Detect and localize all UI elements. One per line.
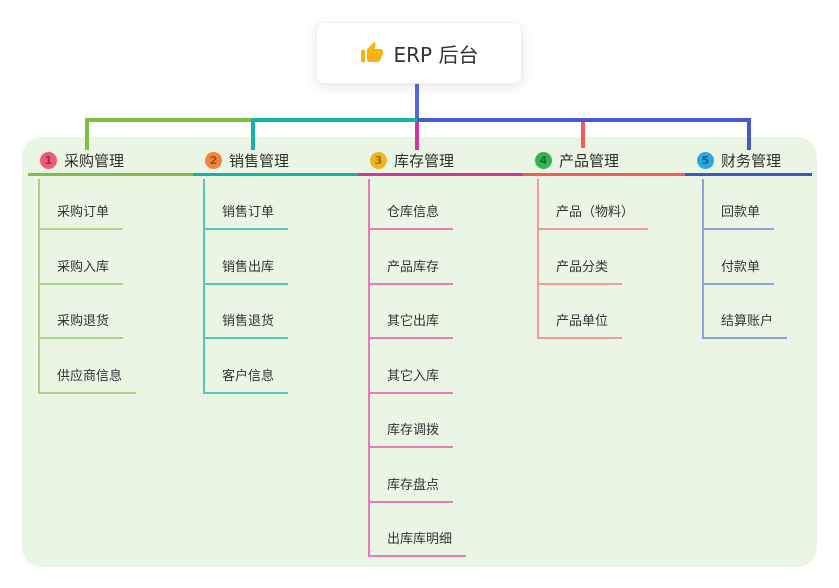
connector-drop-branch3: [415, 122, 419, 150]
mindmap-node[interactable]: 销售退货: [205, 313, 289, 339]
mindmap-node[interactable]: 采购订单: [40, 204, 124, 230]
branch-label: 采购管理: [64, 152, 125, 170]
branch-number-badge: 5: [697, 152, 714, 169]
mindmap-node[interactable]: 供应商信息: [40, 368, 137, 394]
branch-label: 产品管理: [559, 152, 620, 170]
mindmap-node[interactable]: 产品单位: [539, 313, 623, 339]
root-node[interactable]: ERP 后台: [316, 22, 522, 84]
connector-bus-teal: [251, 118, 417, 122]
connector-root-drop: [415, 83, 419, 120]
connector-drop-branch2: [251, 118, 255, 150]
branch-items: 回款单 付款单 结算账户: [702, 179, 788, 339]
mindmap-node[interactable]: 库存盘点: [370, 477, 454, 503]
mindmap-node[interactable]: 出库库明细: [370, 531, 467, 557]
mindmap-node[interactable]: 销售出库: [205, 259, 289, 285]
connector-drop-branch1: [85, 118, 89, 150]
branch-header-product[interactable]: 4 产品管理: [523, 148, 693, 176]
mindmap-node[interactable]: 产品库存: [370, 259, 454, 285]
mindmap-node[interactable]: 结算账户: [704, 313, 788, 339]
connector-drop-branch4: [581, 122, 585, 148]
branch-number-badge: 1: [40, 152, 57, 169]
connector-bus-green: [85, 118, 255, 122]
branch-items: 采购订单 采购入库 采购退货 供应商信息: [38, 179, 137, 394]
root-title: ERP 后台: [393, 42, 479, 67]
mindmap-node[interactable]: 产品（物料）: [539, 204, 649, 230]
branch-label: 销售管理: [229, 152, 290, 170]
branch-items: 销售订单 销售出库 销售退货 客户信息: [203, 179, 289, 394]
thumbs-up-icon: [360, 41, 384, 65]
mindmap-node[interactable]: 产品分类: [539, 259, 623, 285]
mindmap-node[interactable]: 付款单: [704, 259, 775, 285]
mindmap-node[interactable]: 采购入库: [40, 259, 124, 285]
branches-panel: [22, 137, 817, 567]
branch-label: 库存管理: [394, 152, 455, 170]
connector-drop-branch5: [747, 118, 751, 150]
branch-header-procurement[interactable]: 1 采购管理: [28, 148, 198, 176]
connector-bus-blue: [417, 118, 751, 122]
mindmap-node[interactable]: 其它入库: [370, 368, 454, 394]
branch-items: 产品（物料） 产品分类 产品单位: [537, 179, 649, 339]
mindmap-node[interactable]: 采购退货: [40, 313, 124, 339]
mindmap-node[interactable]: 回款单: [704, 204, 775, 230]
branch-header-sales[interactable]: 2 销售管理: [193, 148, 363, 176]
mindmap-node[interactable]: 销售订单: [205, 204, 289, 230]
mindmap-node[interactable]: 仓库信息: [370, 204, 454, 230]
branch-label: 财务管理: [721, 152, 782, 170]
branch-number-badge: 3: [370, 152, 387, 169]
branch-header-inventory[interactable]: 3 库存管理: [358, 148, 528, 176]
mindmap-node[interactable]: 客户信息: [205, 368, 289, 394]
mindmap-node[interactable]: 其它出库: [370, 313, 454, 339]
branch-items: 仓库信息 产品库存 其它出库 其它入库 库存调拨 库存盘点 出库库明细: [368, 179, 467, 557]
branch-number-badge: 4: [535, 152, 552, 169]
branch-header-finance[interactable]: 5 财务管理: [685, 148, 812, 176]
mindmap-node[interactable]: 库存调拨: [370, 422, 454, 448]
branch-number-badge: 2: [205, 152, 222, 169]
